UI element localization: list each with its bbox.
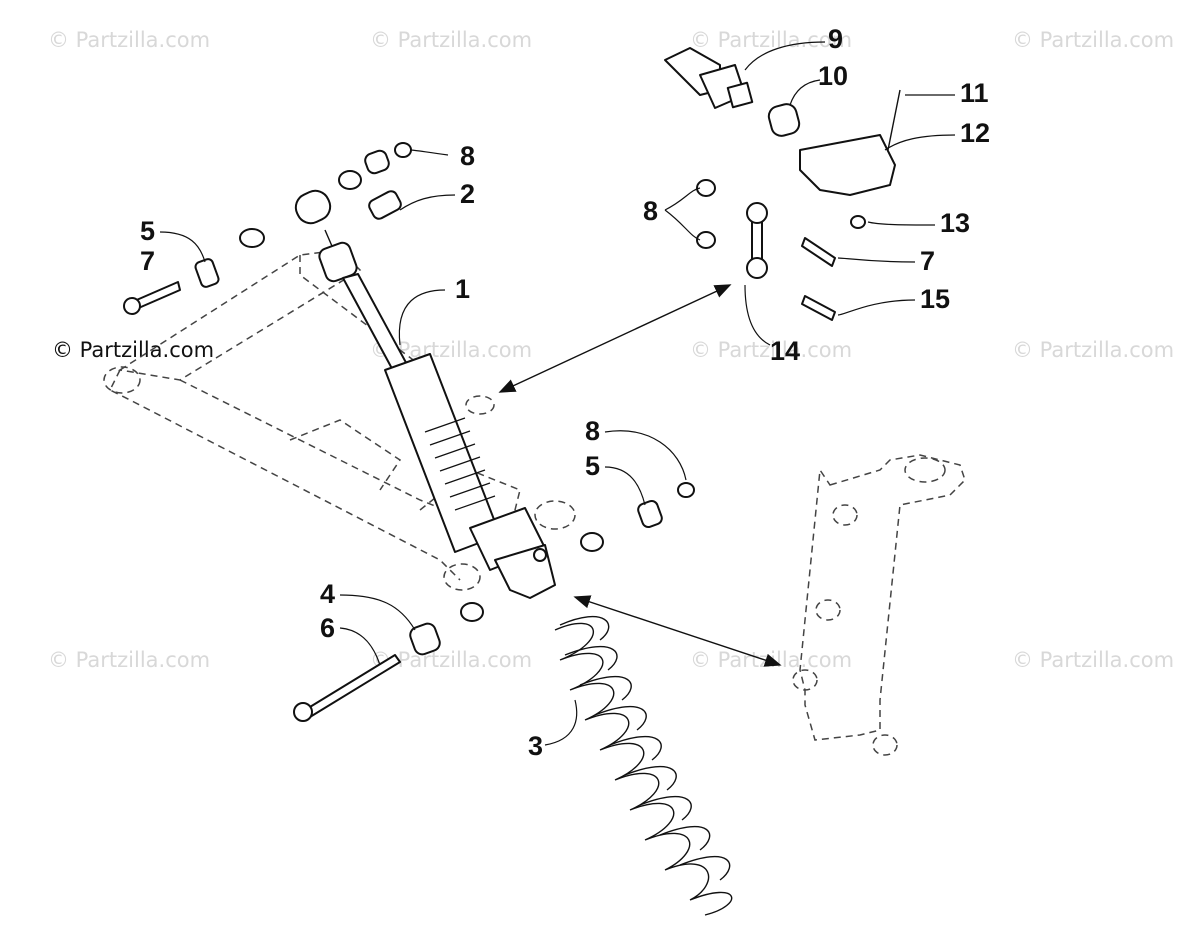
watermark: © Partzilla.com xyxy=(370,28,533,52)
callout-3: 3 xyxy=(528,731,543,761)
steering-linkage xyxy=(664,47,901,321)
callout-13: 13 xyxy=(940,208,970,238)
relationship-arrows xyxy=(498,284,782,667)
watermark-highlighted: © Partzilla.com xyxy=(52,338,215,362)
coil-spring xyxy=(554,615,733,916)
callout-11: 11 xyxy=(960,78,989,108)
shock-absorber xyxy=(294,189,556,599)
watermark: © Partzilla.com xyxy=(1012,338,1175,362)
watermark: © Partzilla.com xyxy=(48,648,211,672)
watermark: © Partzilla.com xyxy=(48,28,211,52)
callout-9: 9 xyxy=(828,24,843,54)
callout-14: 14 xyxy=(770,336,800,366)
callout-6: 6 xyxy=(320,613,335,643)
callout-7: 7 xyxy=(140,246,155,276)
leader-lines xyxy=(159,41,956,746)
watermark: © Partzilla.com xyxy=(1012,648,1175,672)
callout-1: 1 xyxy=(455,274,470,304)
callout-7: 7 xyxy=(920,246,935,276)
callout-8: 8 xyxy=(460,141,475,171)
watermark: © Partzilla.com xyxy=(1012,28,1175,52)
callout-labels: 1 2 3 4 5 5 6 7 7 8 8 8 9 10 11 12 13 14… xyxy=(140,24,990,761)
callout-4: 4 xyxy=(320,579,335,609)
lower-hardware xyxy=(293,482,695,722)
callout-10: 10 xyxy=(818,61,848,91)
callout-15: 15 xyxy=(920,284,950,314)
callout-2: 2 xyxy=(460,179,475,209)
upper-hardware xyxy=(123,142,412,315)
spindle-phantom xyxy=(792,454,966,756)
callout-5: 5 xyxy=(140,216,155,246)
callout-12: 12 xyxy=(960,118,990,148)
callout-8: 8 xyxy=(643,196,658,226)
callout-8: 8 xyxy=(585,416,600,446)
watermark: © Partzilla.com xyxy=(690,28,853,52)
callout-5: 5 xyxy=(585,451,600,481)
